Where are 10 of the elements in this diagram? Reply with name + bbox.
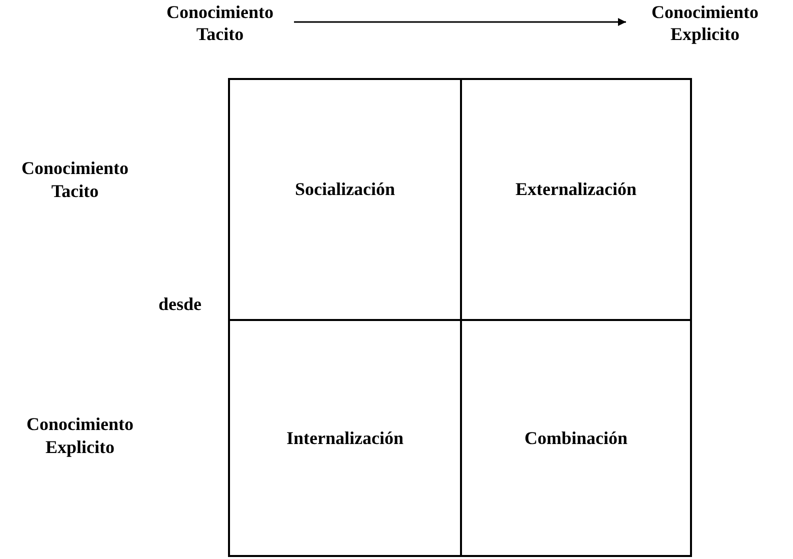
quadrant-cell: Externalización: [460, 78, 692, 321]
quadrant-cell: Internalización: [228, 319, 462, 557]
arrow: [294, 18, 626, 26]
axis-heading: Conocimiento Explicito: [630, 2, 780, 44]
connector-word: desde: [157, 293, 202, 316]
quadrant-cell: Socialización: [228, 78, 462, 321]
quadrant-cell: Combinación: [460, 319, 692, 557]
row-heading: Conocimiento Tacito: [20, 157, 130, 202]
row-heading: Conocimiento Explicito: [26, 413, 134, 458]
axis-heading: Conocimiento Tacito: [150, 2, 290, 44]
